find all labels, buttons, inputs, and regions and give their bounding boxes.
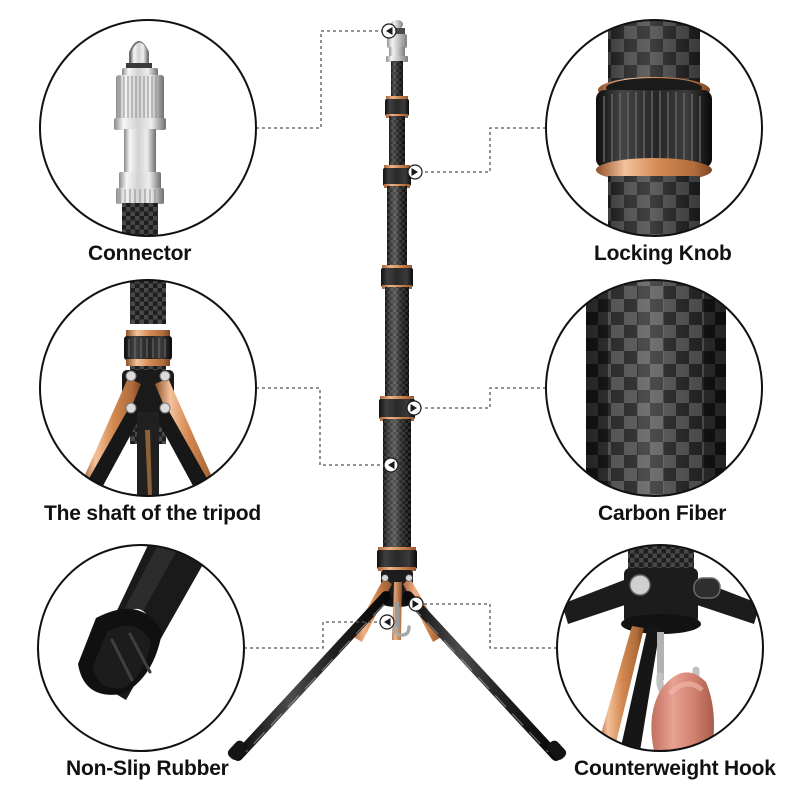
leader-line-connector	[256, 30, 383, 129]
callout-label-shaft: The shaft of the tripod	[44, 502, 262, 525]
callout-image-connector	[40, 20, 256, 236]
callout-circle-shaft	[39, 279, 257, 497]
callout-label-counterweight-hook: Counterweight Hook	[574, 757, 776, 780]
product-foot-left	[227, 740, 247, 761]
callout-image-carbon-fiber	[546, 280, 762, 496]
leader-line-shaft	[256, 387, 385, 466]
leader-line-counterweight-hook	[422, 603, 557, 649]
callout-label-locking-knob: Locking Knob	[594, 242, 732, 265]
arrow-marker-locking-knob	[407, 164, 423, 180]
callout-circle-connector	[39, 19, 257, 237]
callout-circle-counterweight-hook	[556, 544, 764, 752]
callout-circle-carbon-fiber	[545, 279, 763, 497]
callout-label-connector: Connector	[88, 242, 192, 265]
product-foot-right	[547, 740, 567, 761]
arrow-marker-non-slip-rubber	[379, 614, 395, 630]
leader-line-non-slip-rubber	[244, 621, 381, 649]
leader-arrow-markers	[379, 23, 424, 630]
leader-line-locking-knob	[421, 127, 546, 173]
leader-line-carbon-fiber	[420, 387, 546, 409]
product-legs	[227, 591, 567, 761]
callout-circle-locking-knob	[545, 19, 763, 237]
callout-image-locking-knob	[546, 20, 762, 236]
arrow-marker-connector	[381, 23, 397, 39]
arrow-marker-counterweight-hook	[408, 596, 424, 612]
arrow-marker-carbon-fiber	[406, 400, 422, 416]
callout-image-non-slip-rubber	[38, 545, 244, 751]
product-hub-lock	[377, 547, 417, 571]
callout-label-non-slip-rubber: Non-Slip Rubber	[66, 757, 229, 780]
callout-label-carbon-fiber: Carbon Fiber	[598, 502, 727, 525]
callout-circle-non-slip-rubber	[37, 544, 245, 752]
callout-image-shaft	[40, 280, 256, 496]
callout-image-counterweight-hook	[557, 545, 763, 751]
arrow-marker-shaft	[383, 457, 399, 473]
